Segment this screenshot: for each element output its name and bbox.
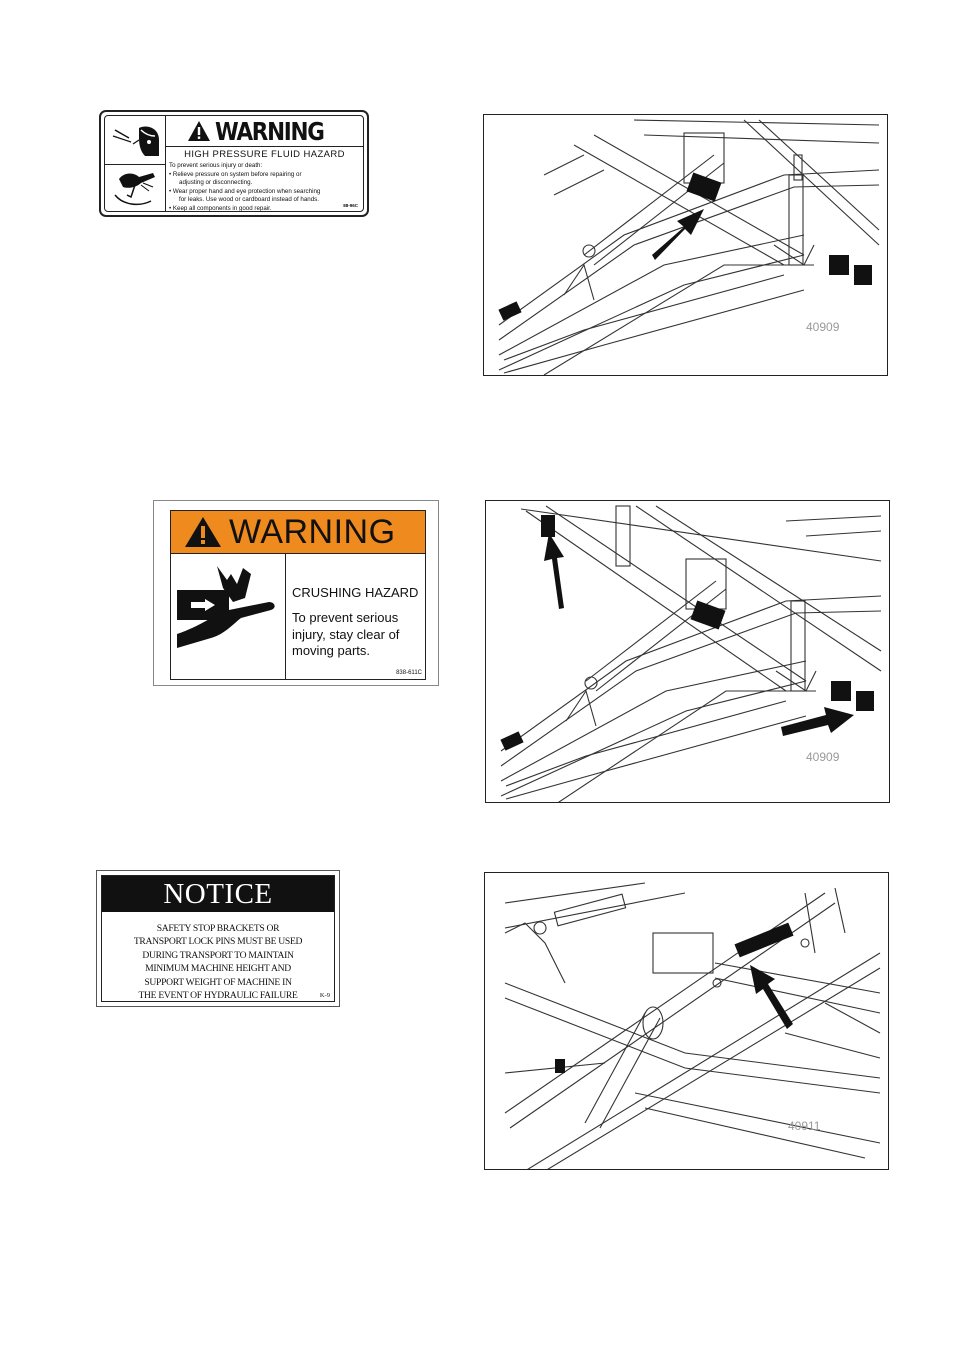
instruction-line: To prevent serious injury or death:	[169, 162, 263, 169]
decal-header: NOTICE	[102, 876, 334, 912]
hazard-title: HIGH PRESSURE FLUID HAZARD	[184, 149, 345, 160]
notice-line: SUPPORT WEIGHT OF MACHINE IN	[144, 976, 292, 988]
decal-code: 88-96C	[343, 203, 358, 208]
figure-number: 40909	[806, 320, 840, 334]
warning-triangle-icon	[185, 517, 221, 547]
figure-number: 40911	[788, 1119, 821, 1133]
decal-instructions: To prevent serious injury or death: • Re…	[169, 162, 359, 214]
face-shield-icon	[112, 126, 159, 156]
figure-number: 40909	[806, 750, 840, 764]
crushing-hand-icon	[177, 566, 275, 648]
machine-illustration	[500, 505, 882, 802]
machine-illustration	[504, 882, 881, 1169]
signal-word: WARNING	[229, 512, 396, 551]
notice-line: TRANSPORT LOCK PINS MUST BE USED	[133, 936, 303, 948]
hazard-message: To prevent serious injury, stay clear of…	[292, 610, 400, 658]
high-pressure-warning-decal: WARNING HIGH PRESSURE FLUID HAZARD To pr…	[99, 110, 369, 217]
notice-line: DURING TRANSPORT TO MAINTAIN	[142, 949, 294, 961]
notice-decal: NOTICE SAFETY STOP BRACKETS OR TRANSPORT…	[96, 870, 340, 1007]
crushing-warning-decal: WARNING CRUSHING HAZARD To prevent serio…	[153, 500, 439, 686]
instruction-line: • Relieve pressure on system before repa…	[169, 170, 302, 178]
notice-text: SAFETY STOP BRACKETS OR TRANSPORT LOCK P…	[102, 922, 334, 1002]
warning-triangle-icon	[188, 121, 211, 141]
instruction-line: • Keep all components in good repair.	[169, 204, 272, 212]
decal-code: K-9	[319, 992, 330, 999]
signal-word: NOTICE	[163, 877, 273, 910]
figure-decal-location-2: 40909	[485, 500, 890, 803]
instruction-line: adjusting or disconnecting.	[179, 179, 253, 187]
decal-pictogram-column	[105, 116, 166, 211]
instruction-line: for leaks. Use wood or cardboard instead…	[179, 196, 319, 204]
hazard-title: CRUSHING HAZARD	[292, 585, 419, 600]
figure-decal-location-3: 40911	[484, 872, 889, 1170]
decal-code: 838-611C	[396, 670, 422, 676]
figure-decal-location-1: 40909	[483, 114, 888, 376]
notice-line: THE EVENT OF HYDRAULIC FAILURE	[138, 990, 298, 1002]
signal-word: WARNING	[215, 116, 325, 146]
machine-illustration	[498, 119, 880, 375]
decal-header: WARNING	[171, 511, 425, 554]
notice-line: SAFETY STOP BRACKETS OR	[156, 923, 280, 934]
decal-pictogram	[171, 554, 286, 679]
notice-line: MINIMUM MACHINE HEIGHT AND	[145, 963, 291, 975]
fluid-injection-icon	[114, 173, 155, 206]
decal-header: WARNING	[166, 116, 363, 147]
instruction-line: • Wear proper hand and eye protection wh…	[169, 187, 321, 195]
